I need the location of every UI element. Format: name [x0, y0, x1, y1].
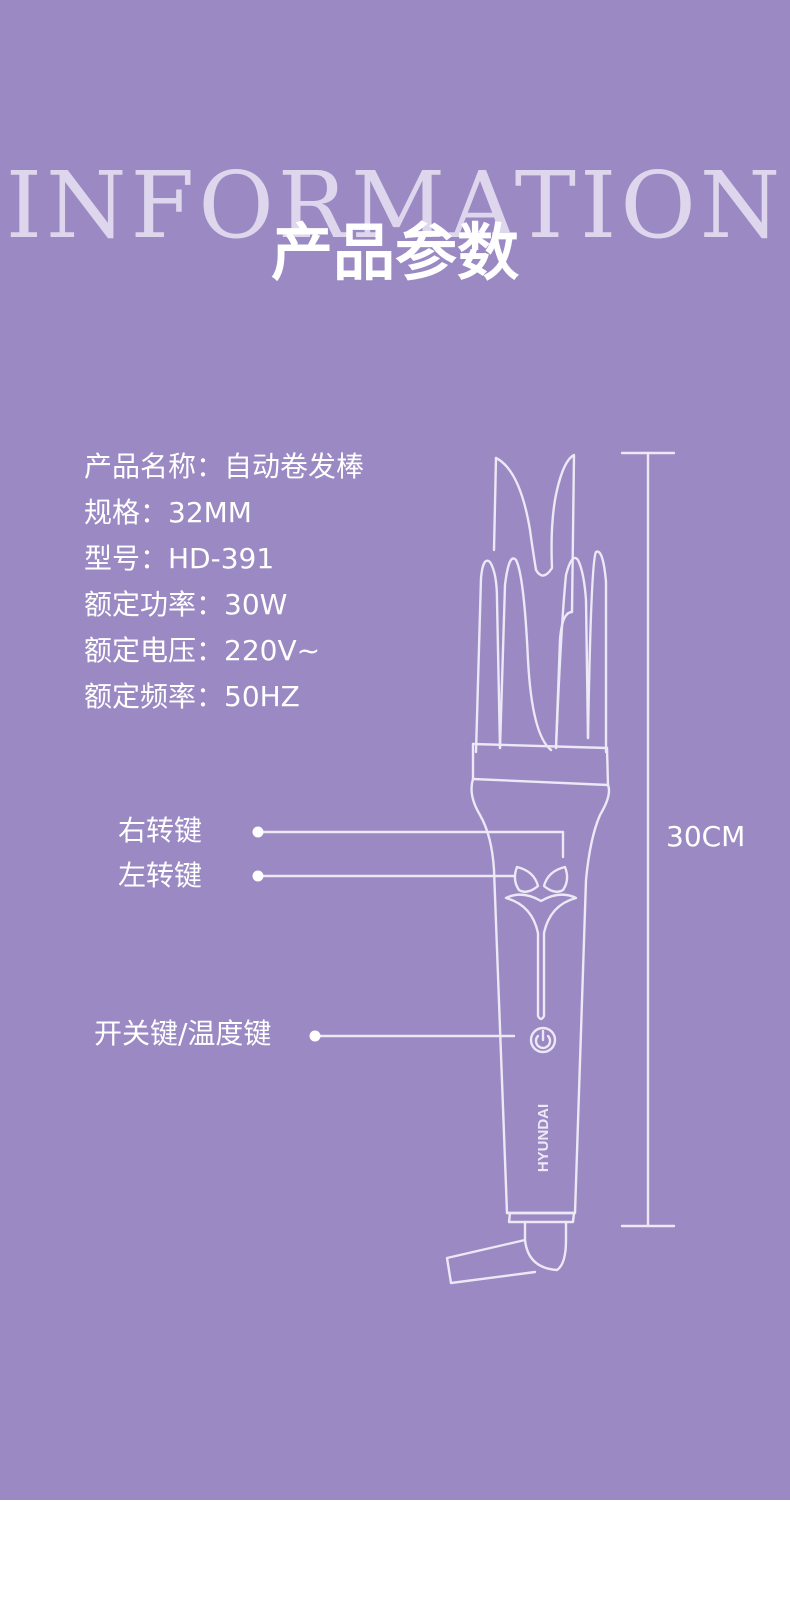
curling-barrel-head	[471, 453, 610, 787]
callout-dot-right-key	[252, 826, 264, 838]
brand-logo-text: HYUNDAI	[535, 1104, 552, 1172]
length-dimension-label: 30CM	[666, 820, 746, 853]
left-rotate-button	[513, 865, 540, 893]
swivel-cord-connector	[445, 1220, 568, 1285]
callout-left-key-label: 左转键	[118, 859, 203, 892]
background-watermark-word: INFORMATION	[5, 152, 785, 259]
callout-power-key-label: 开关键/温度键	[94, 1017, 272, 1050]
rotation-button-cluster	[504, 865, 578, 1021]
callout-dot-power-key	[309, 1030, 321, 1042]
curling-iron-line-drawing: HYUNDAI	[252, 451, 676, 1285]
purple-background-panel	[0, 0, 790, 1500]
spec-item-name: 产品名称：自动卷发棒	[84, 450, 365, 483]
spec-item-model: 型号：HD-391	[84, 542, 275, 575]
spec-item-power: 额定功率：30W	[84, 588, 288, 621]
spec-list: 产品名称：自动卷发棒 规格：32MM 型号：HD-391 额定功率：30W 额定…	[84, 444, 364, 720]
spec-item-frequency: 额定频率：50HZ	[84, 680, 300, 713]
callout-lines	[258, 830, 565, 1038]
callout-dot-left-key	[252, 870, 264, 882]
length-dimension-line	[620, 451, 676, 1228]
spec-item-voltage: 额定电压：220V~	[84, 634, 321, 667]
callout-right-key-label: 右转键	[118, 814, 203, 847]
spec-item-size: 规格：32MM	[84, 496, 252, 529]
right-rotate-button	[542, 865, 569, 893]
curling-iron-handle	[470, 777, 611, 1224]
power-button	[529, 1026, 557, 1054]
callout-dots	[252, 826, 321, 1042]
y-shaped-panel	[504, 893, 578, 1021]
page-title: 产品参数	[270, 216, 519, 289]
